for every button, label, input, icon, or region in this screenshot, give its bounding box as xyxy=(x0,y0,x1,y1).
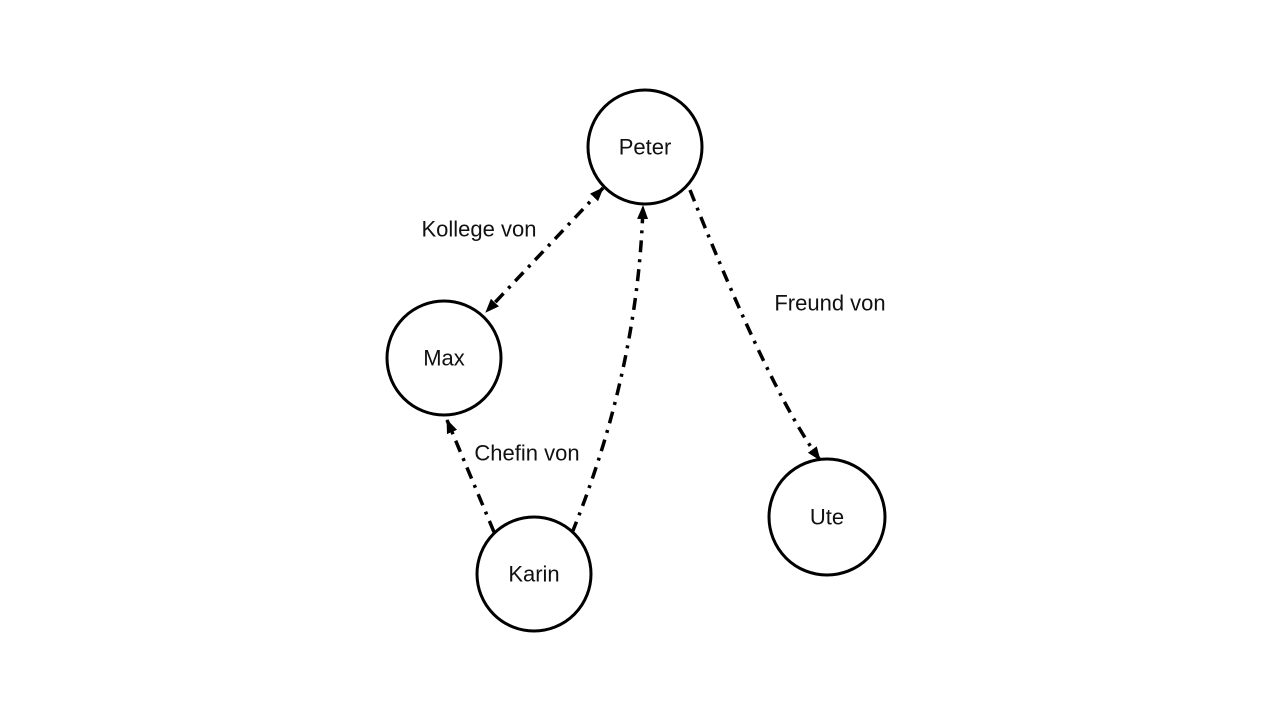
node-circle-ute xyxy=(767,457,887,577)
node-circle-peter xyxy=(586,88,704,206)
edge-karin-to-peter xyxy=(570,205,649,534)
node-circle-max xyxy=(385,299,503,417)
edge-line-kollege-von xyxy=(484,186,605,314)
node-label-karin: Karin xyxy=(508,562,559,587)
edge-label-freund-von: Freund von xyxy=(774,291,885,316)
node-circle-karin xyxy=(475,515,593,633)
edge-freund-von: Freund von xyxy=(688,189,886,462)
edge-line-karin-to-peter xyxy=(570,205,649,534)
edge-line-freund-von xyxy=(688,189,822,462)
edge-chefin-von: Chefin von xyxy=(445,419,580,533)
node-peter: Peter xyxy=(586,88,704,206)
node-label-max: Max xyxy=(423,346,465,371)
edge-line-chefin-von xyxy=(445,419,496,533)
node-max: Max xyxy=(385,299,503,417)
node-karin: Karin xyxy=(475,515,593,633)
node-label-peter: Peter xyxy=(619,135,672,160)
edge-label-kollege-von: Kollege von xyxy=(422,217,537,242)
node-ute: Ute xyxy=(767,457,887,577)
edge-label-chefin-von: Chefin von xyxy=(474,441,579,466)
edge-kollege-von: Kollege von xyxy=(422,186,605,314)
node-label-ute: Ute xyxy=(810,505,844,530)
